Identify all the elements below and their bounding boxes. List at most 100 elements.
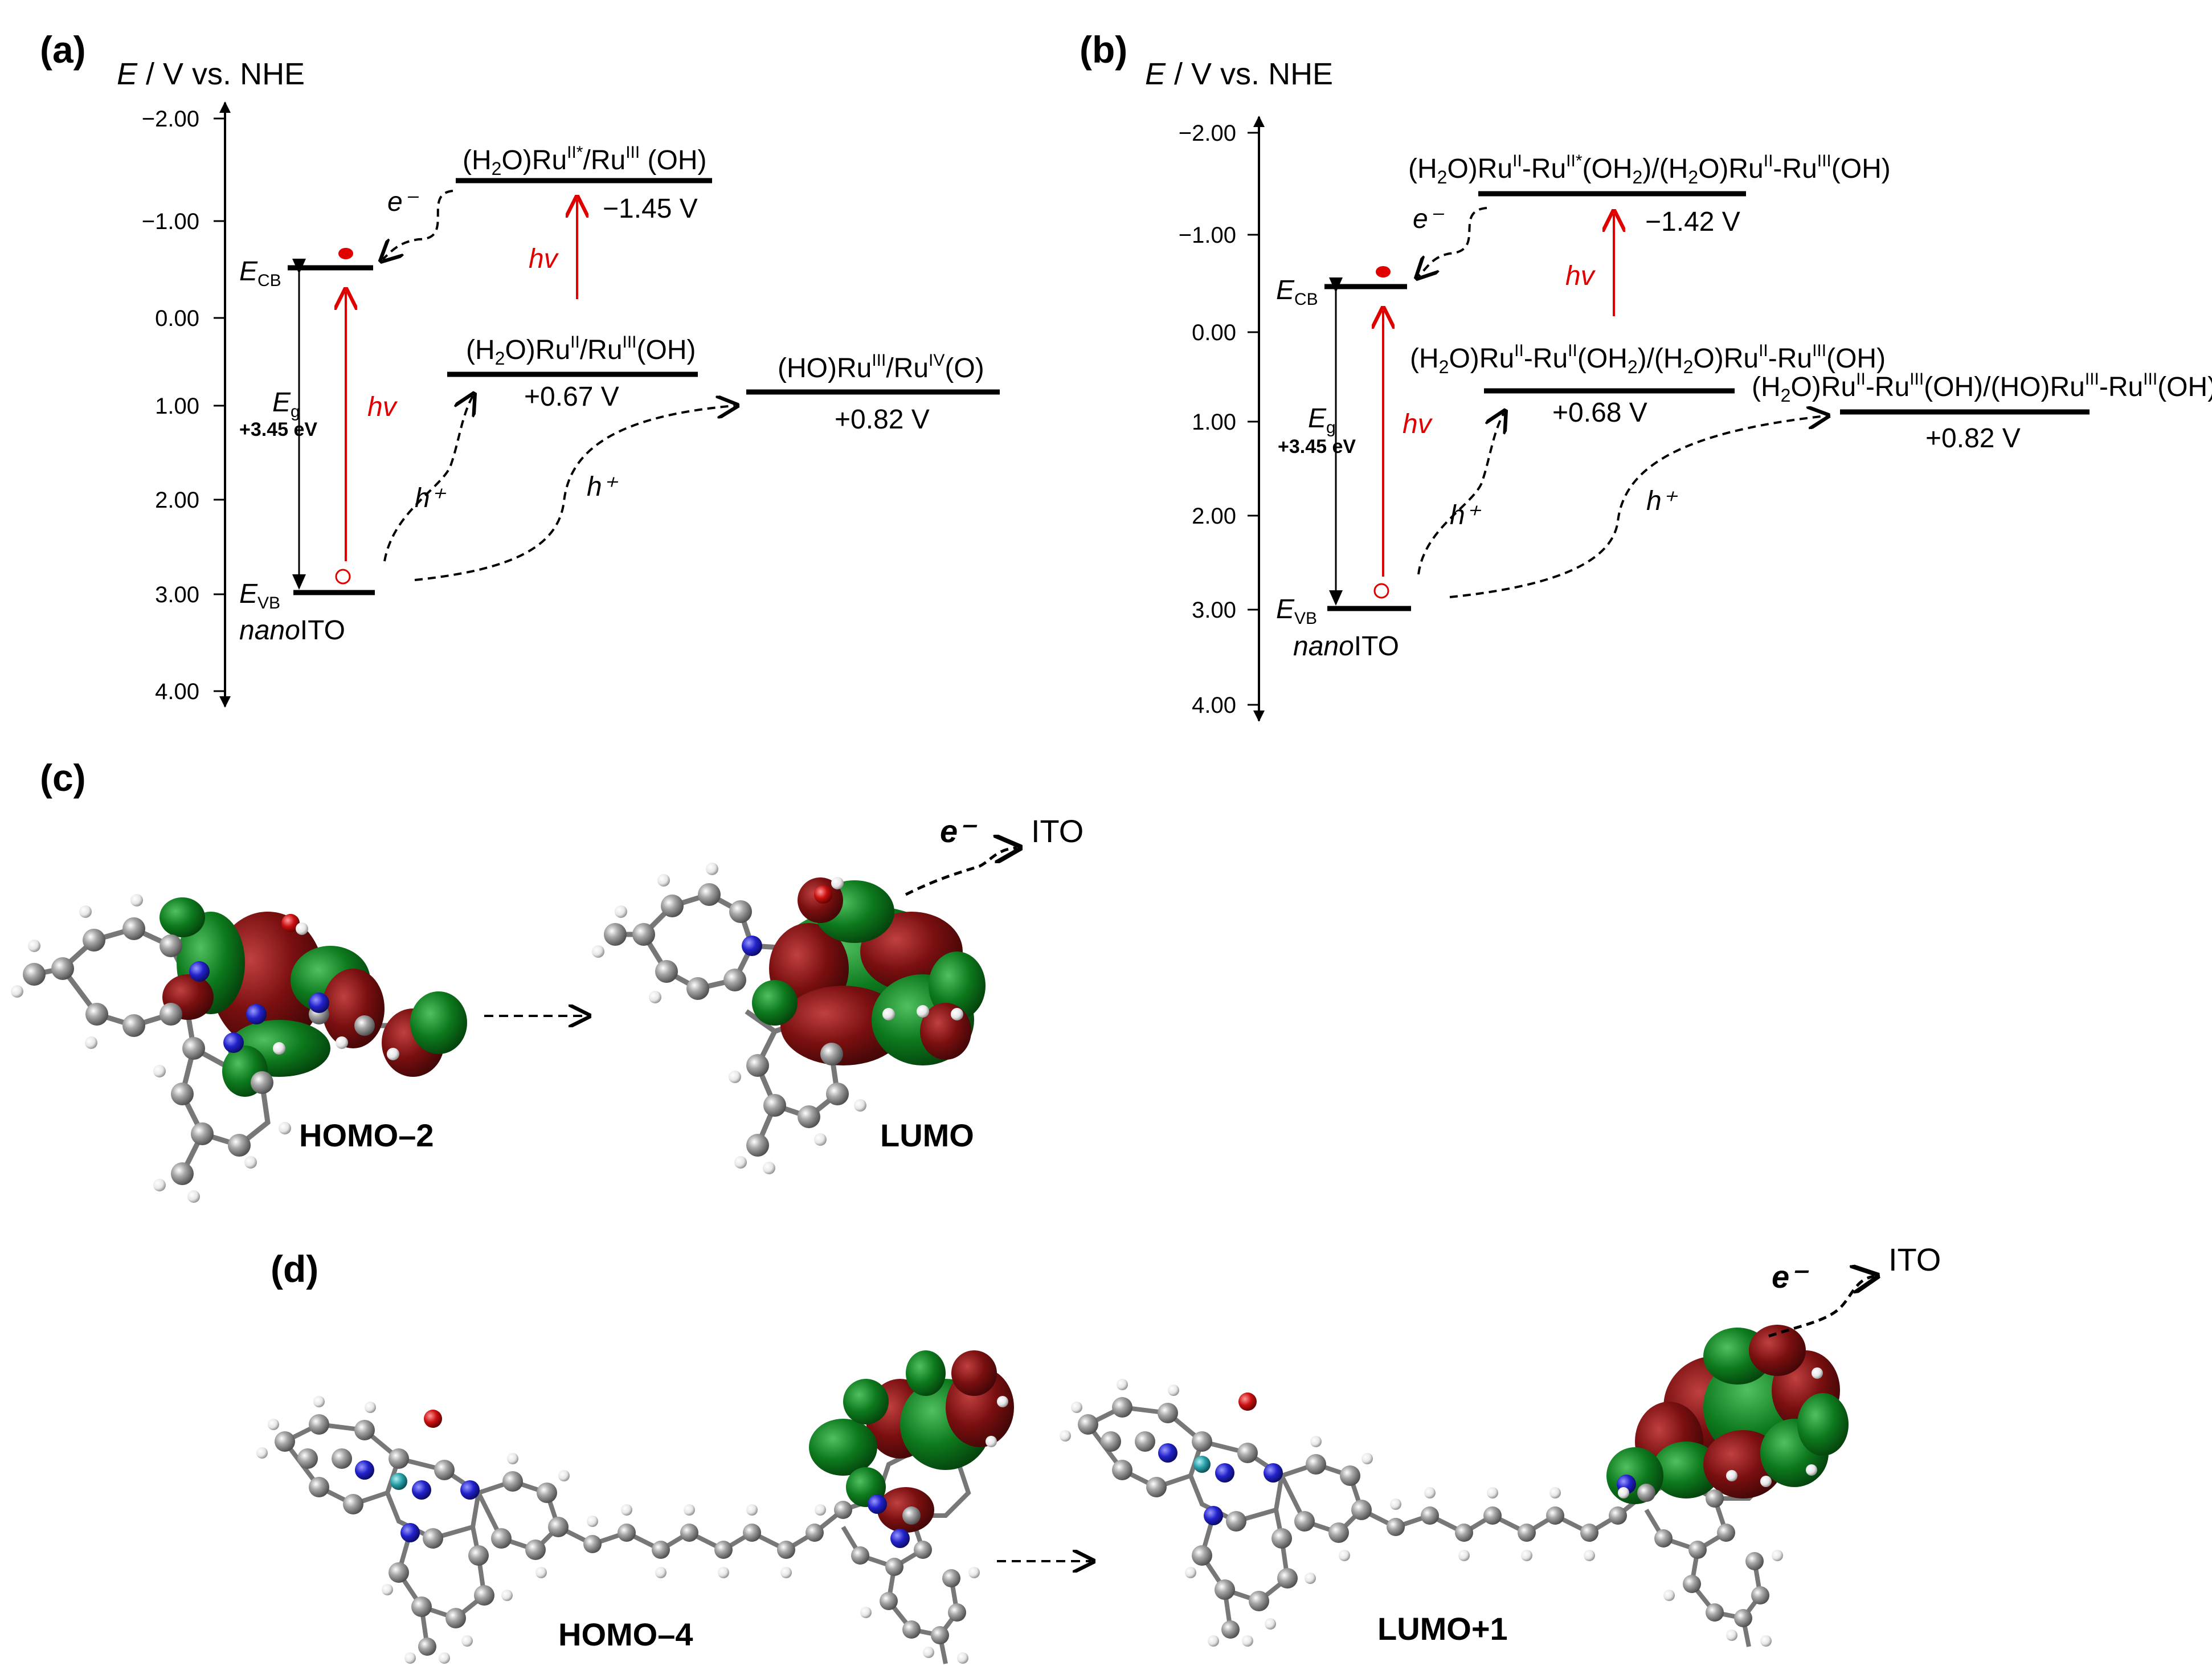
- panel-b-nanoito-label: nanoITO: [1293, 631, 1399, 662]
- panel-a-electron-injection-arrow: [383, 190, 453, 259]
- panel-a-eg-label: Eg: [272, 387, 300, 421]
- panel-b-label: (b): [1080, 28, 1127, 71]
- molecule-homo-2: [11, 894, 467, 1203]
- panel-a-evb-label: EVB: [239, 579, 280, 612]
- panel-a-tick-label: 2.00: [155, 488, 199, 513]
- panel-d-ito-label: ITO: [1888, 1242, 1941, 1277]
- homo2-lobe-green: [160, 897, 205, 937]
- panel-c-electron-label: e⁻: [940, 813, 978, 849]
- panel-b-axis-title: E / V vs. NHE: [1145, 57, 1333, 91]
- panel-c-label: (c): [40, 757, 86, 799]
- panel-b-level-excited-value: −1.42 V: [1645, 207, 1740, 237]
- panel-a-tick-label: −1.00: [142, 209, 199, 234]
- homo4-lobe-green: [906, 1350, 946, 1396]
- panel-b-level-ground-value: +0.68 V: [1552, 398, 1647, 428]
- panel-b-tick-label: 4.00: [1192, 693, 1236, 718]
- panel-a-hole-transfer-arrow-1: [383, 396, 473, 562]
- panel-b-electron-dot: [1376, 266, 1391, 277]
- lumo1-lobe-red: [1749, 1325, 1806, 1376]
- panel-b-evb-label: EVB: [1276, 594, 1317, 628]
- panel-a-level-ground-label: (H2O)RuII/RuIII(OH): [466, 333, 696, 369]
- panel-a-tick-label: −2.00: [142, 107, 199, 132]
- panel-b-ecb-label: ECB: [1276, 275, 1318, 309]
- panel-a-label: (a): [40, 28, 86, 71]
- panel-a-hv-molecule: hv: [529, 244, 559, 274]
- panel-a-level-excited-label: (H2O)RuII*/RuIII (OH): [463, 143, 707, 179]
- panel-c: (c): [11, 757, 1083, 1203]
- lumo1-atoms: [1060, 1367, 1823, 1647]
- panel-b-level-oxidized-label: (H2O)RuII-RuIII(OH)/(HO)RuIII-RuIII(OH): [1752, 370, 2212, 406]
- panel-b-electron-injection-arrow: [1418, 207, 1487, 276]
- panel-b-eg-label: Eg: [1308, 403, 1336, 437]
- homo4-lobe-red: [951, 1350, 997, 1396]
- panel-b-hole-label-2: h⁺: [1646, 486, 1678, 516]
- panel-a-hole-label-1: h⁺: [415, 483, 447, 513]
- homo2-lobe-green: [410, 991, 467, 1054]
- homo4-atoms: [256, 1396, 1008, 1664]
- panel-b-hole-label-1: h⁺: [1450, 500, 1482, 530]
- homo4-lobe-green: [809, 1419, 877, 1476]
- panel-a-axis-arrow-bottom: [219, 696, 231, 708]
- panel-b-tick-label: −1.00: [1179, 223, 1236, 248]
- panel-b-tick-label: −2.00: [1179, 121, 1236, 146]
- lumo-label: LUMO: [880, 1117, 974, 1153]
- panel-a-ecb-label: ECB: [239, 256, 281, 290]
- panel-b-hole-circle: [1373, 583, 1389, 599]
- panel-a-tick-label: 0.00: [155, 306, 199, 331]
- panel-d-label: (d): [271, 1248, 318, 1290]
- homo4-lobe-green: [843, 1379, 889, 1424]
- panel-b-electron-label: e⁻: [1413, 204, 1445, 234]
- panel-b-tick-label: 2.00: [1192, 504, 1236, 529]
- panel-c-electron-to-ito-arrow: [905, 848, 1017, 896]
- panel-b-tick-label: 3.00: [1192, 598, 1236, 623]
- panel-a-hole-label-2: h⁺: [587, 472, 619, 502]
- panel-b-level-excited-label: (H2O)RuII-RuII*(OH2)/(H2O)RuII-RuIII(OH): [1408, 152, 1891, 187]
- lumo-atoms: [592, 863, 963, 1174]
- panel-a-level-oxidized-value: +0.82 V: [835, 405, 930, 435]
- panel-d-electron-to-ito-arrow: [1768, 1276, 1874, 1338]
- molecule-lumo: [592, 863, 986, 1174]
- panel-a-nanoito-label: nanoITO: [239, 615, 345, 646]
- panel-c-ito-label: ITO: [1031, 813, 1083, 849]
- panel-a-level-oxidized-label: (HO)RuIII/RuIV(O): [778, 351, 984, 383]
- panel-b-ticks: [1248, 132, 1259, 706]
- panel-b-hv-molecule: hv: [1565, 261, 1596, 291]
- panel-a-level-excited-value: −1.45 V: [603, 194, 698, 224]
- homo-4-label: HOMO–4: [558, 1616, 693, 1652]
- panel-a-hv-semiconductor: hv: [367, 392, 398, 422]
- panel-b-eg-value: +3.45 eV: [1278, 436, 1356, 458]
- panel-a-tick-label: 1.00: [155, 394, 199, 419]
- panel-b-axis-arrow-bottom: [1253, 710, 1265, 722]
- panel-b-level-ground-label: (H2O)RuII-RuII(OH2)/(H2O)RuII-RuIII(OH): [1410, 341, 1886, 377]
- panel-a-hole-circle: [335, 569, 351, 585]
- panel-a-electron-dot: [338, 248, 353, 259]
- lumo1-lobe-green: [1652, 1442, 1720, 1498]
- panel-a-tick-label: 4.00: [155, 679, 199, 704]
- panel-a-electron-label: e⁻: [387, 187, 419, 217]
- panel-d: (d): [256, 1242, 1941, 1664]
- panel-b-hole-transfer-arrow-2: [1449, 416, 1826, 598]
- panel-b-hv-semiconductor: hv: [1403, 409, 1433, 439]
- molecule-homo-4: [256, 1350, 1014, 1664]
- panel-a-axis-arrow-top: [219, 101, 231, 113]
- panel-b-axis-arrow-top: [1253, 116, 1265, 127]
- lumo-plus-1-label: LUMO+1: [1377, 1611, 1508, 1647]
- homo-2-label: HOMO–2: [299, 1117, 434, 1153]
- molecule-lumo-plus-1: [1060, 1325, 1849, 1647]
- lumo-lobe-green: [929, 952, 986, 1020]
- panel-b-tick-label: 1.00: [1192, 410, 1236, 435]
- panel-a-tick-label: 3.00: [155, 582, 199, 607]
- panel-d-electron-label: e⁻: [1772, 1259, 1809, 1295]
- homo2-atoms: [11, 894, 399, 1203]
- panel-b-tick-label: 0.00: [1192, 320, 1236, 345]
- homo2-lobe-red: [322, 969, 385, 1048]
- panel-a-eg-value: +3.45 eV: [239, 419, 317, 440]
- panel-b: (b) E / V vs. NHE −2.00 −1.00 0.00 1.00 …: [1080, 28, 2212, 722]
- lumo1-lobe-green: [1797, 1393, 1849, 1456]
- panel-a-hole-transfer-arrow-2: [414, 406, 735, 581]
- panel-a-axis-title: E / V vs. NHE: [117, 57, 305, 91]
- panel-b-hole-transfer-arrow-1: [1417, 413, 1504, 575]
- panel-a: (a) E / V vs. NHE −2.00 −1.00 0.00 1.00 …: [40, 28, 1000, 708]
- panel-a-ticks: [214, 117, 225, 692]
